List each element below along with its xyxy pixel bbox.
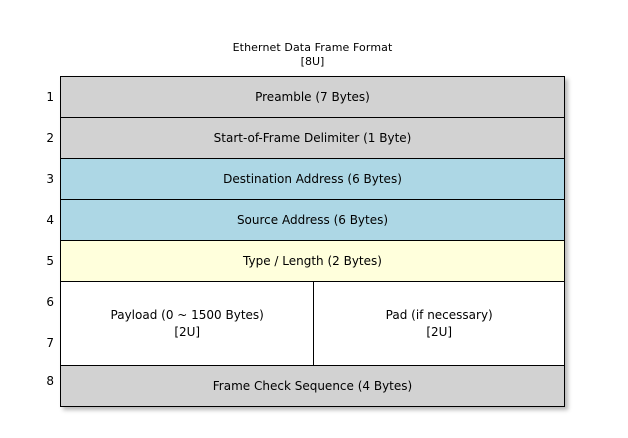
field-frame-check-sequence: Frame Check Sequence (4 Bytes) <box>60 365 565 407</box>
field-preamble: Preamble (7 Bytes) <box>60 76 565 118</box>
page-title-tag: [8U] <box>300 55 325 68</box>
table-row-frame-check-sequence: Frame Check Sequence (4 Bytes) <box>60 365 565 407</box>
field-pad-tag: [2U] <box>426 324 453 339</box>
row-number-7: 7 <box>46 336 54 350</box>
page-title: Ethernet Data Frame Format <box>232 41 393 54</box>
frame-format-table: Preamble (7 Bytes) Start-of-Frame Delimi… <box>59 76 565 407</box>
field-destination-address: Destination Address (6 Bytes) <box>60 158 565 200</box>
field-pad-label: Pad (if necessary) <box>385 307 493 322</box>
row-number-5: 5 <box>46 254 54 268</box>
row-number-4: 4 <box>46 213 54 227</box>
row-number-6: 6 <box>46 295 54 309</box>
table-row-preamble: Preamble (7 Bytes) <box>60 76 565 118</box>
field-pad: Pad (if necessary) [2U] <box>313 281 565 366</box>
table-row-type-length: Type / Length (2 Bytes) <box>60 240 565 282</box>
field-payload-tag: [2U] <box>174 324 201 339</box>
table-row-destination-address: Destination Address (6 Bytes) <box>60 158 565 200</box>
field-source-address: Source Address (6 Bytes) <box>60 199 565 241</box>
table-row-payload-pad: Payload (0 ~ 1500 Bytes) [2U] Pad (if ne… <box>59 281 565 366</box>
row-number-1: 1 <box>46 90 54 104</box>
field-type-length: Type / Length (2 Bytes) <box>60 240 565 282</box>
field-payload-label: Payload (0 ~ 1500 Bytes) <box>110 307 264 322</box>
row-number-8: 8 <box>46 374 54 388</box>
diagram-title-block: Ethernet Data Frame Format [8U] <box>60 41 565 69</box>
table-row-source-address: Source Address (6 Bytes) <box>60 199 565 241</box>
table-row-sfd: Start-of-Frame Delimiter (1 Byte) <box>60 117 565 159</box>
row-number-2: 2 <box>46 131 54 145</box>
row-number-3: 3 <box>46 172 54 186</box>
field-payload: Payload (0 ~ 1500 Bytes) [2U] <box>59 281 315 366</box>
field-start-of-frame-delimiter: Start-of-Frame Delimiter (1 Byte) <box>60 117 565 159</box>
